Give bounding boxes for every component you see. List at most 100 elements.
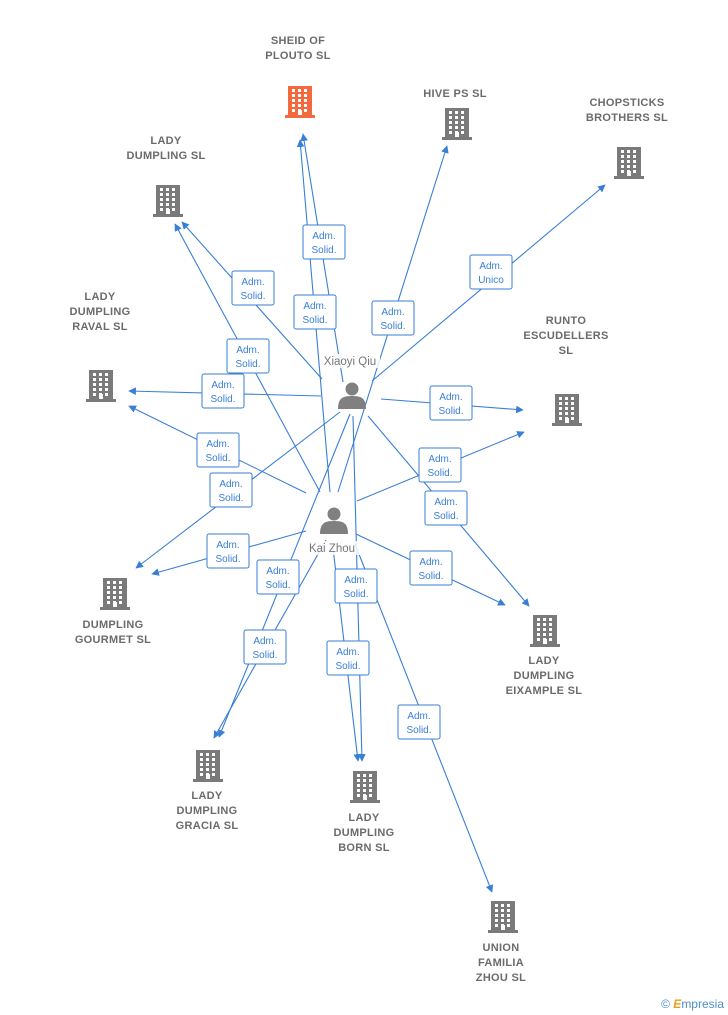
company-name: HIVE PS SL — [423, 88, 487, 100]
building-icon — [442, 108, 472, 140]
company-name: DUMPLING — [176, 805, 237, 817]
edge-label-line: Unico — [478, 275, 504, 286]
building-icon — [530, 615, 560, 647]
edge-label-line: Adm. — [428, 454, 451, 465]
edge-label-line: Adm. — [211, 380, 234, 391]
company-name: EIXAMPLE SL — [506, 685, 583, 697]
building-icon — [193, 750, 223, 782]
edge-label-line: Solid. — [265, 580, 290, 591]
company-name: DUMPLING — [333, 827, 394, 839]
edge-label-xiaoyi-lady_dumpling[interactable]: Adm. Solid. — [231, 270, 275, 306]
company-name: ESCUDELLERS — [523, 330, 608, 342]
building-icon — [614, 147, 644, 179]
person-name: Kai Zhou — [309, 543, 355, 555]
company-name: LADY — [84, 291, 116, 303]
edge-label-line: Solid. — [418, 571, 443, 582]
person-icon — [338, 382, 366, 409]
edge-label-line: Adm. — [419, 557, 442, 568]
edge-label-line: Solid. — [240, 291, 265, 302]
person-node-xiaoyi[interactable]: Xiaoyi Qiu — [320, 354, 380, 409]
edge-label-line: Solid. — [427, 468, 452, 479]
person-icon — [320, 507, 348, 534]
company-node-born[interactable]: LADY DUMPLING BORN SL — [333, 771, 394, 854]
company-name: CHOPSTICKS — [589, 97, 664, 109]
edge-label-xiaoyi-raval[interactable]: Adm.Solid. — [201, 373, 245, 409]
edge-label-line: Solid. — [438, 406, 463, 417]
edge-label-kai-born[interactable]: Adm.Solid. — [326, 640, 370, 676]
company-node-gracia[interactable]: LADY DUMPLING GRACIA SL — [176, 750, 239, 832]
edge-label-line: Adm. — [219, 479, 242, 490]
edge-label-line: Adm. — [206, 439, 229, 450]
company-name: DUMPLING — [69, 306, 130, 318]
company-node-union[interactable]: UNION FAMILIA ZHOU SL — [476, 901, 526, 984]
edge-label-kai-union[interactable]: Adm. Solid. — [397, 704, 441, 740]
company-name: FAMILIA — [478, 957, 524, 969]
company-name: GRACIA SL — [176, 820, 239, 832]
edge-label-xiaoyi-runto[interactable]: Adm.Solid. — [429, 385, 473, 421]
edge-label-line: Solid. — [235, 359, 260, 370]
edge-label-line: Adm. — [241, 277, 264, 288]
edge-label-line: Solid. — [335, 661, 360, 672]
company-name: BORN SL — [338, 842, 390, 854]
copyright-symbol: © — [661, 997, 670, 1011]
brand-initial: E — [673, 997, 682, 1011]
company-name: BROTHERS SL — [586, 112, 668, 124]
edge-label-xiaoyi-chopsticks[interactable]: Adm. Unico — [469, 254, 513, 290]
company-node-eixample[interactable]: LADY DUMPLING EIXAMPLE SL — [506, 615, 583, 697]
edge-label-line: Adm. — [236, 345, 259, 356]
brand-name: mpresia — [681, 997, 724, 1011]
building-icon — [488, 901, 518, 933]
edge-label-kai-lady_dumpling[interactable]: Adm. Solid. — [226, 338, 270, 374]
edge-label-line: Adm. — [266, 566, 289, 577]
edge-label-line: Adm. — [479, 261, 502, 272]
company-node-chopsticks[interactable]: CHOPSTICKS BROTHERS SL — [586, 97, 668, 179]
edge-label-kai-hive[interactable]: Adm. Solid. — [371, 300, 415, 336]
company-name: SHEID OF — [271, 35, 325, 47]
edge-label-kai-runto[interactable]: Adm. Solid. — [418, 447, 462, 483]
company-name: ZHOU SL — [476, 972, 526, 984]
edge-label-kai-eixample[interactable]: Adm. Solid. — [409, 550, 453, 586]
company-name: LADY — [191, 790, 223, 802]
company-name: UNION — [483, 942, 520, 954]
edge-label-xiaoyi-gourmet[interactable]: Adm. Solid. — [209, 472, 253, 508]
building-icon — [350, 771, 380, 803]
edge-label-kai-raval[interactable]: Adm. Solid. — [196, 432, 240, 468]
edge-label-line: Solid. — [218, 493, 243, 504]
person-node-kai[interactable]: Kai Zhou — [302, 507, 362, 556]
edge-label-xiaoyi-born[interactable]: Adm.Solid. — [334, 568, 378, 604]
edge-label-line: Solid. — [406, 725, 431, 736]
building-icon — [552, 394, 582, 426]
company-name: DUMPLING — [513, 670, 574, 682]
building-icon — [153, 185, 183, 217]
edge-label-xiaoyi-eixample[interactable]: Adm. Solid. — [424, 490, 468, 526]
edge-label-line: Solid. — [343, 589, 368, 600]
edge-label-xiaoyi-sheid[interactable]: Adm.Solid. — [302, 224, 346, 260]
edge-label-kai-sheid[interactable]: Adm. Solid. — [293, 294, 337, 330]
company-name: RUNTO — [546, 315, 587, 327]
company-name: DUMPLING SL — [126, 150, 205, 162]
company-name: LADY — [348, 812, 380, 824]
edge-label-line: Solid. — [215, 554, 240, 565]
edge-label-line: Adm. — [407, 711, 430, 722]
edge-label-xiaoyi-gracia[interactable]: Adm. Solid. — [256, 559, 300, 595]
edge-label-line: Solid. — [433, 511, 458, 522]
building-icon — [285, 86, 315, 118]
edge-label-kai-gracia[interactable]: Adm. Solid. — [243, 629, 287, 665]
edge-label-line: Solid. — [252, 650, 277, 661]
company-name: LADY — [528, 655, 560, 667]
edge-label-line: Solid. — [302, 315, 327, 326]
company-node-hive[interactable]: HIVE PS SL — [423, 88, 487, 140]
edge-label-line: Adm. — [303, 301, 326, 312]
edge-label-line: Solid. — [205, 453, 230, 464]
edge-label-line: Adm. — [253, 636, 276, 647]
edge-label-line: Adm. — [381, 307, 404, 318]
edge-label-line: Adm. — [434, 497, 457, 508]
edge-label-kai-gourmet[interactable]: Adm.Solid. — [206, 533, 250, 569]
edge-label-line: Solid. — [380, 321, 405, 332]
